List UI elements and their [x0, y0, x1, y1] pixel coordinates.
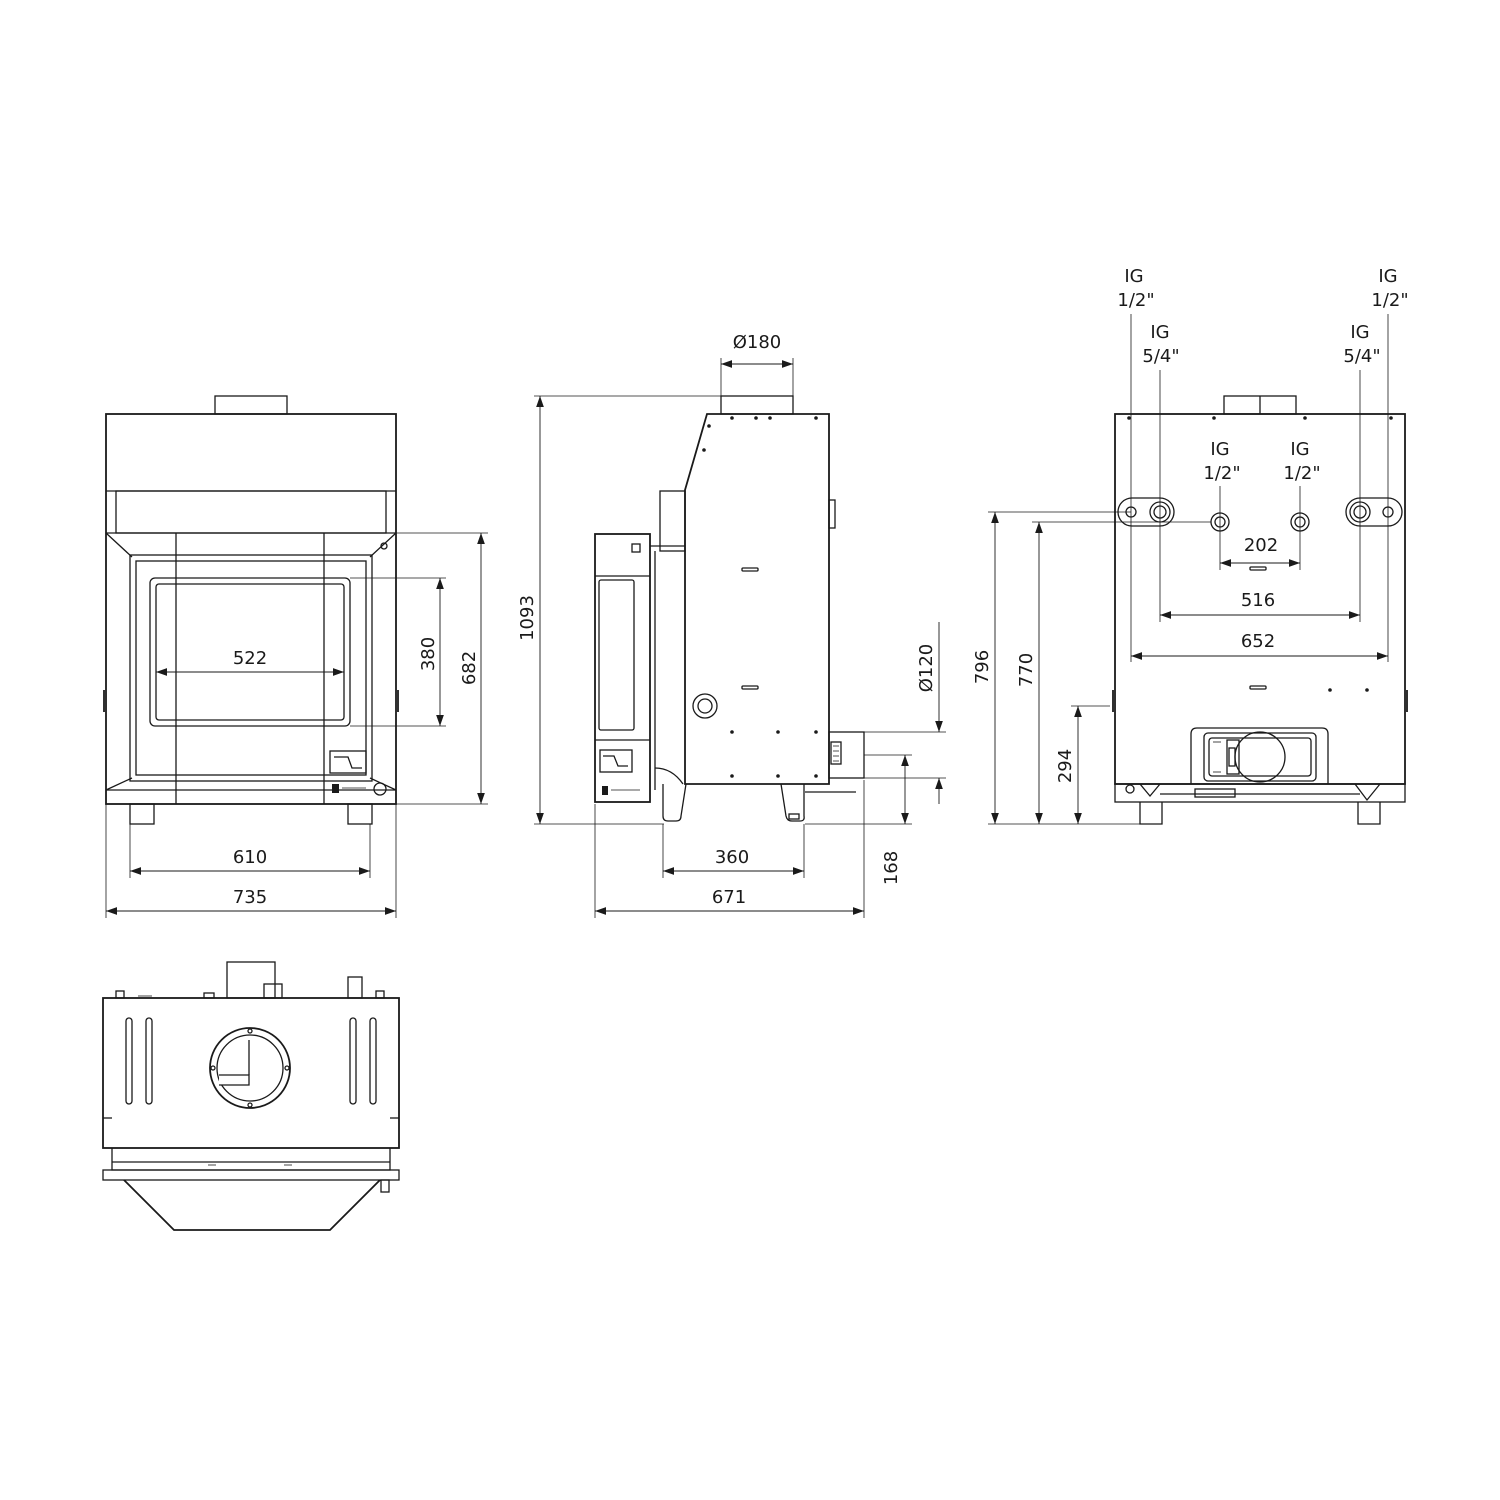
top-flue-collar — [226, 961, 276, 999]
dim-glass-width: 522 — [233, 648, 267, 669]
side-body-outline — [684, 413, 830, 785]
label-inner-right-type: IG — [1350, 322, 1369, 343]
dim-inner-height: 770 — [1016, 653, 1037, 687]
side-door-profile — [594, 533, 651, 803]
vent-slot — [369, 1017, 377, 1105]
label-inner-right-size: 5/4" — [1343, 346, 1380, 367]
label-center-right-size: 1/2" — [1283, 463, 1320, 484]
side-water-connection — [692, 693, 718, 719]
dim-glass-height: 380 — [418, 637, 439, 671]
dim-leg-span: 610 — [233, 847, 267, 868]
vent-slot — [145, 1017, 153, 1105]
flue-collar — [214, 395, 288, 415]
rear-leg-right — [1357, 802, 1381, 825]
dim-outer-height: 796 — [972, 650, 993, 684]
dim-total-depth: 671 — [712, 887, 746, 908]
dim-inlet-height: 168 — [881, 851, 902, 885]
dim-flue-diameter: Ø180 — [733, 332, 782, 353]
vent-slot — [349, 1017, 357, 1105]
brand-logo — [332, 784, 339, 793]
top-convection-panel — [115, 490, 387, 534]
door-frame — [129, 554, 373, 782]
label-center-left-size: 1/2" — [1203, 463, 1240, 484]
front-view: 522 380 682 610 735 — [103, 395, 488, 918]
side-leg-front — [662, 783, 687, 822]
front-leg-right — [347, 803, 373, 825]
top-body-outline — [102, 997, 400, 1149]
dim-air-inlet-diameter: Ø120 — [916, 644, 937, 693]
top-view — [102, 961, 400, 1231]
label-outer-left-size: 1/2" — [1117, 290, 1154, 311]
dim-door-height: 682 — [459, 651, 480, 685]
dim-total-width: 735 — [233, 887, 267, 908]
side-view: Ø180 1093 Ø120 168 360 671 — [517, 332, 946, 918]
label-outer-left-type: IG — [1124, 266, 1143, 287]
top-door-glass — [123, 1179, 381, 1231]
label-outer-right-size: 1/2" — [1371, 290, 1408, 311]
front-body-outline — [105, 413, 397, 805]
dim-inner-spacing: 516 — [1241, 590, 1275, 611]
side-door-handle — [599, 749, 633, 773]
rear-view: IG 1/2" IG 5/4" IG 1/2" IG 1/2" IG 5/4" … — [972, 266, 1409, 825]
vent-slot — [125, 1017, 133, 1105]
top-door-frame — [111, 1148, 391, 1171]
right-connection-plate — [1345, 497, 1403, 527]
dim-center-spacing: 202 — [1244, 535, 1278, 556]
front-leg-left — [129, 803, 155, 825]
side-leg-rear — [780, 783, 805, 822]
top-flue-outlet — [209, 1027, 291, 1109]
dim-outer-spacing: 652 — [1241, 631, 1275, 652]
label-inner-left-type: IG — [1150, 322, 1169, 343]
rear-leg-left — [1139, 802, 1163, 825]
side-flue-collar — [720, 395, 794, 415]
label-center-left-type: IG — [1210, 439, 1229, 460]
label-center-right-type: IG — [1290, 439, 1309, 460]
dim-total-height: 1093 — [517, 595, 538, 641]
rear-air-outlet — [1234, 731, 1286, 783]
air-inlet-box — [828, 731, 865, 779]
rear-base-frame — [1114, 783, 1406, 803]
rear-air-outlet-frame — [1190, 727, 1329, 784]
door-handle — [329, 750, 367, 774]
dim-outlet-height: 294 — [1055, 749, 1076, 783]
door-glass — [149, 577, 351, 727]
door-lock-knob — [373, 782, 387, 796]
label-outer-right-type: IG — [1378, 266, 1397, 287]
dim-side-leg-span: 360 — [715, 847, 749, 868]
label-inner-left-size: 5/4" — [1142, 346, 1179, 367]
